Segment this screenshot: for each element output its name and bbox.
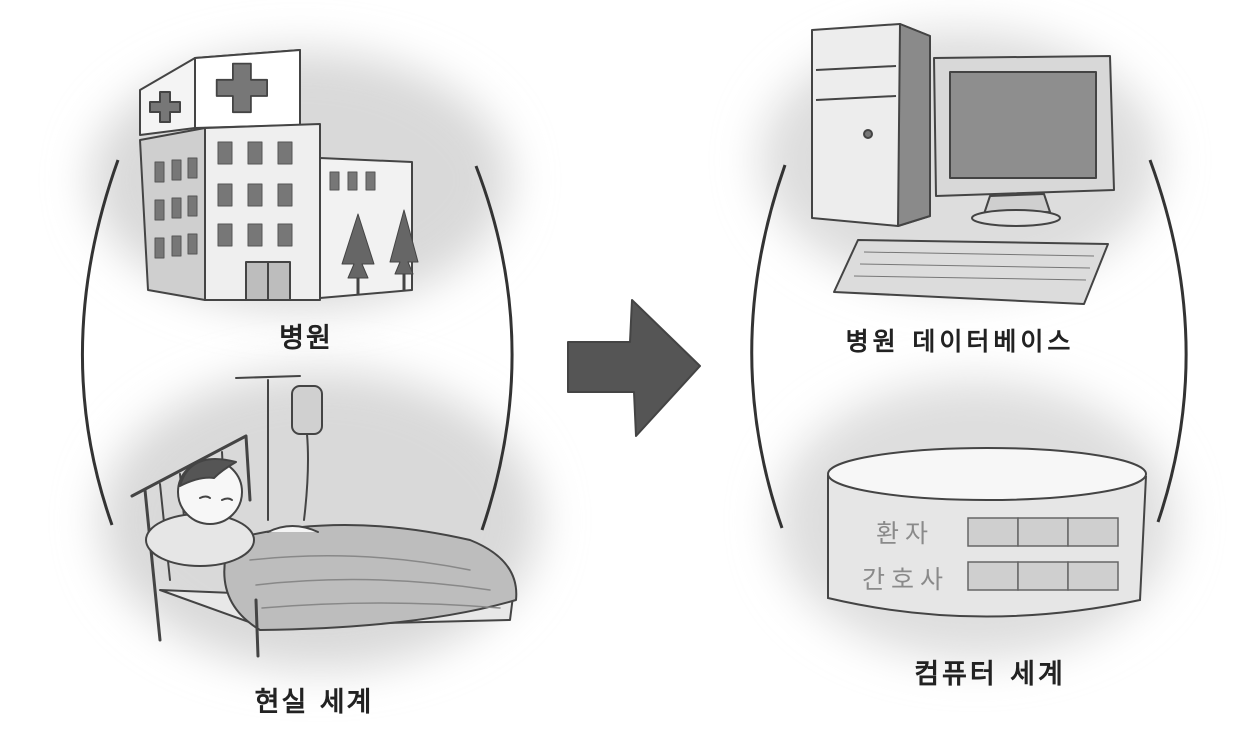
hospital-database-label: 병원 데이터베이스 xyxy=(845,327,1075,356)
patient-table-label: 환자 xyxy=(876,519,935,548)
left-group-bracket-left xyxy=(81,159,120,526)
computer-illustration xyxy=(811,23,1115,305)
nurse-table-label: 간호사 xyxy=(862,565,950,594)
right-group-bracket-left xyxy=(750,164,787,529)
left-group-bracket-right xyxy=(474,165,514,531)
transform-arrow xyxy=(567,299,701,437)
hospital-label: 병원 xyxy=(279,323,333,354)
database-cylinder xyxy=(827,447,1147,618)
patient-bed-illustration xyxy=(130,375,518,658)
hospital-building-illustration xyxy=(139,49,419,301)
real-world-label: 현실 세계 xyxy=(254,687,374,718)
computer-world-label: 컴퓨터 세계 xyxy=(914,659,1066,690)
right-group-bracket-right xyxy=(1148,159,1188,523)
